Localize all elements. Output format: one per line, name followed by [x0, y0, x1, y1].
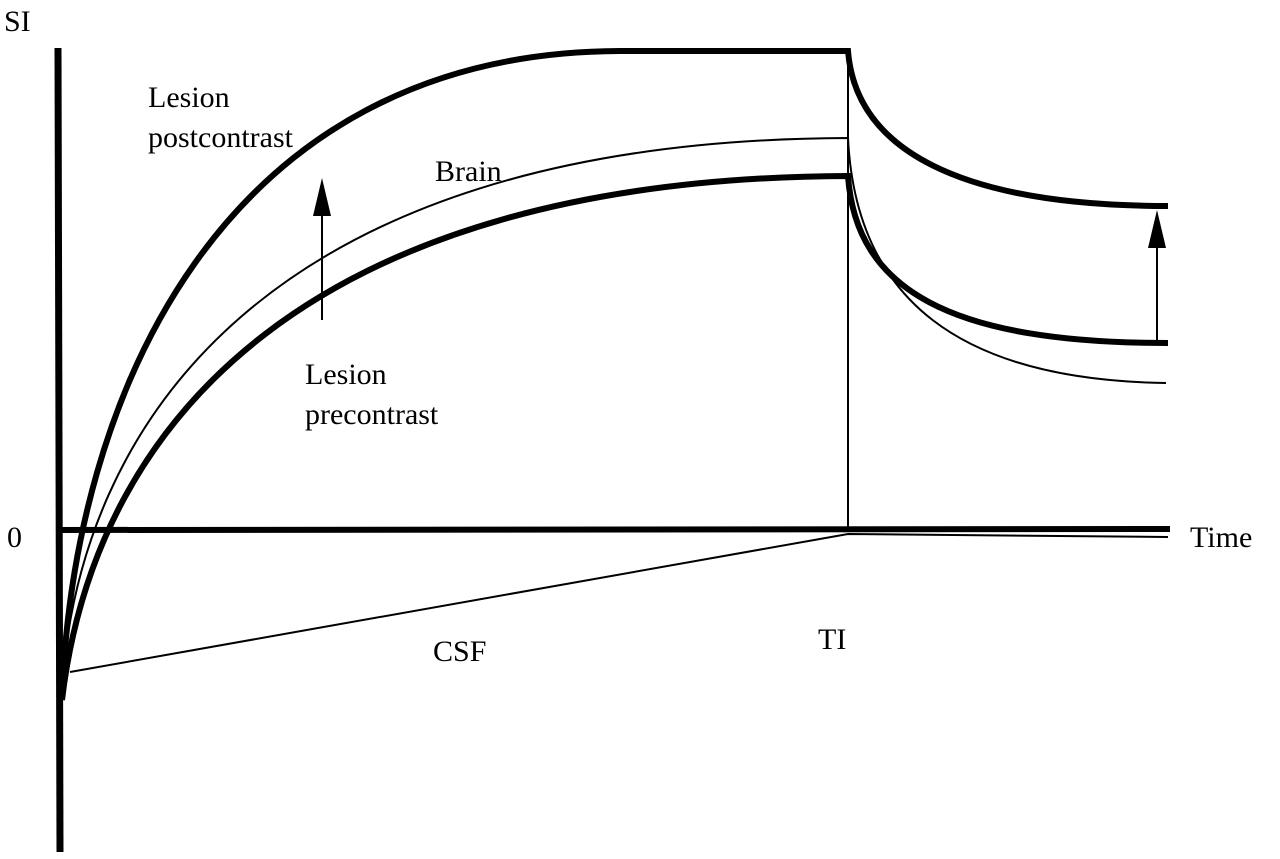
label-line: postcontrast	[148, 121, 293, 154]
y-axis-label: SI	[4, 5, 31, 38]
label-line: precontrast	[305, 398, 439, 431]
label-line: Lesion	[305, 358, 387, 391]
brain-label: Brain	[435, 155, 502, 188]
lesion-postcontrast-label: Lesion postcontrast	[148, 78, 293, 158]
csf-curve	[69, 532, 1169, 673]
brain-curve	[61, 136, 1167, 691]
arrowhead-left	[313, 178, 331, 216]
x-axis-label: Time	[1190, 521, 1253, 554]
label-line: Lesion	[148, 81, 230, 114]
zero-label: 0	[7, 521, 22, 554]
csf-label: CSF	[433, 635, 487, 668]
lesion-postcontrast-curve	[59, 48, 1169, 701]
lesion-precontrast-curve	[59, 172, 1169, 701]
zero-line	[57, 526, 1171, 533]
lesion-precontrast-label: Lesion precontrast	[305, 355, 438, 435]
arrowhead-right	[1148, 210, 1166, 248]
ti-label: TI	[818, 623, 847, 656]
y-axis	[54, 47, 64, 853]
